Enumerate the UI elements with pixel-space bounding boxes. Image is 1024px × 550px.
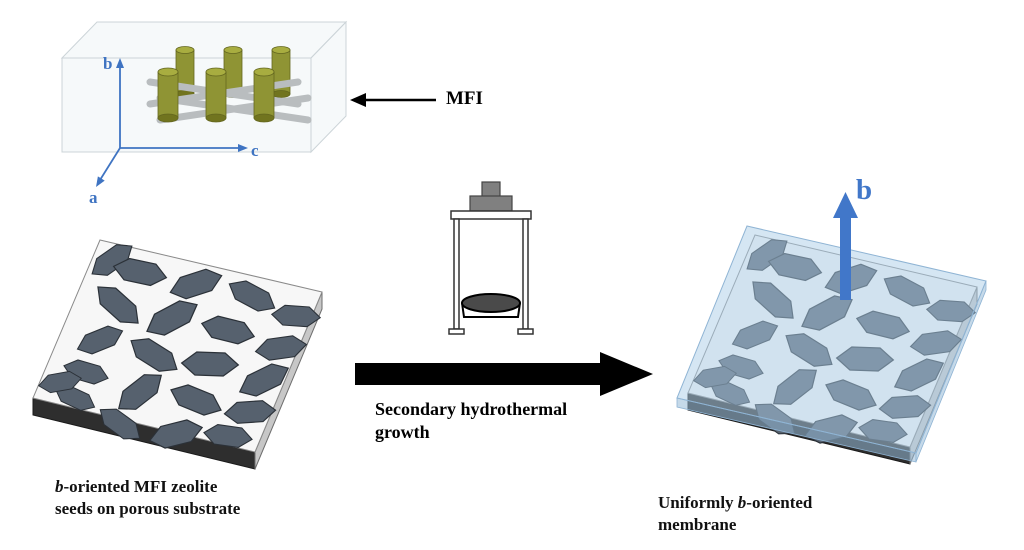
membrane-b-axis-label: b — [856, 174, 873, 206]
b-axis-arrowhead — [116, 58, 124, 68]
caption-line2: seeds on porous substrate — [55, 499, 241, 518]
channel-cylinders-front — [157, 67, 275, 123]
mfi-crystal-structure — [60, 20, 348, 187]
a-axis-arrowhead — [96, 176, 105, 187]
seed-substrate-caption: b-oriented MFI zeolite seeds on porous s… — [55, 476, 325, 520]
process-label-line2: growth — [375, 422, 430, 442]
membrane-caption: Uniformly b-oriented membrane — [658, 492, 938, 536]
autoclave-cap-body — [469, 195, 513, 212]
autoclave-right-rod — [522, 218, 529, 330]
membrane-layer — [676, 225, 987, 454]
autoclave-icon — [448, 181, 534, 335]
autoclave-left-rod — [453, 218, 460, 330]
caption-italic-b: b — [737, 493, 747, 512]
b-axis-label: b — [103, 54, 113, 73]
caption-italic-b: b — [55, 477, 64, 496]
autoclave-lid-plate — [450, 210, 532, 220]
a-axis-label: a — [89, 188, 98, 207]
autoclave-right-foot — [517, 328, 534, 335]
c-axis-arrowhead — [238, 144, 248, 152]
unit-cell-box-top — [60, 21, 348, 59]
mfi-label: MFI — [446, 88, 483, 109]
caption-line2: membrane — [658, 515, 737, 534]
caption-text-pre: Uniformly — [658, 493, 738, 512]
autoclave-left-foot — [448, 328, 465, 335]
autoclave-dish — [461, 293, 521, 313]
membrane-substrate — [676, 192, 987, 465]
b-orientation-arrow — [833, 192, 858, 300]
caption-text: -oriented MFI zeolite — [63, 477, 218, 496]
crystallographic-axes — [96, 58, 248, 187]
seed-substrate — [32, 237, 323, 470]
mfi-pointer-arrow — [350, 93, 436, 107]
process-label-line1: Secondary hydrothermal — [375, 399, 568, 419]
caption-text-post: -oriented — [746, 493, 813, 512]
process-arrow — [355, 352, 653, 396]
process-label: Secondary hydrothermal growth — [375, 398, 625, 444]
c-axis-label: c — [251, 141, 259, 160]
